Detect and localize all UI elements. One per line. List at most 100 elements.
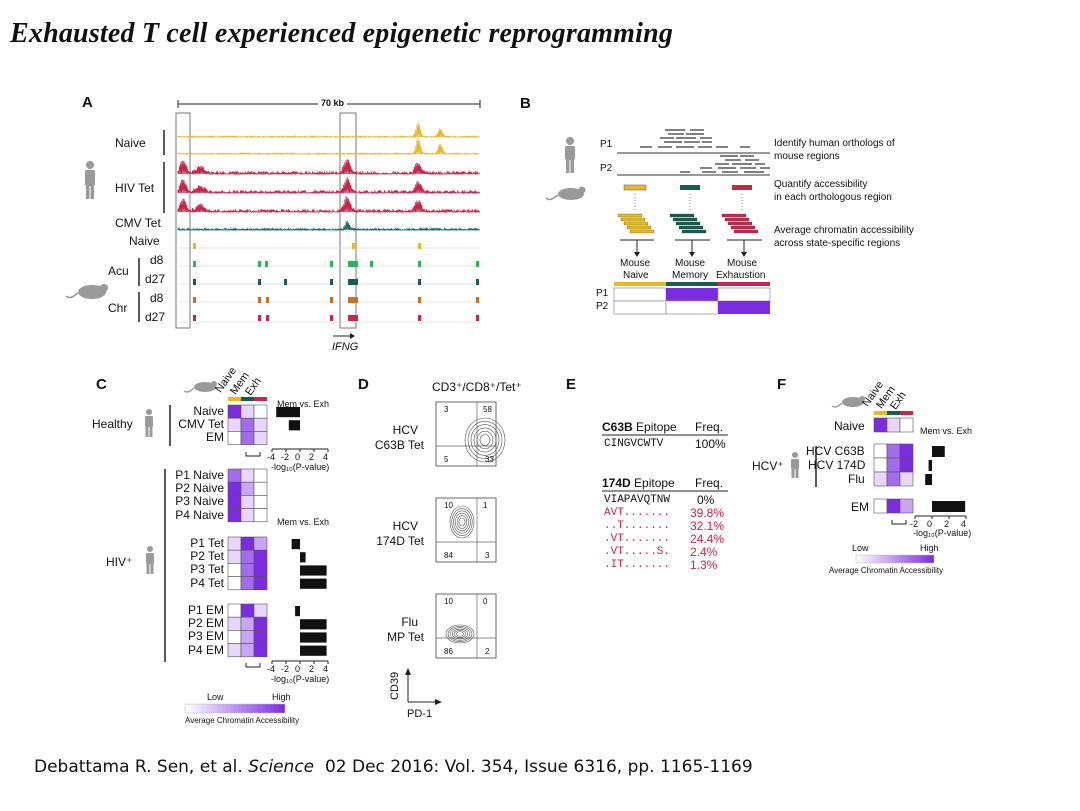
accessibility-peak [193,261,196,267]
p-value-bar [300,632,327,643]
track-label-acu-d8: d8 [150,253,164,267]
region-bar [681,229,707,234]
f-legend-caption: Average Chromatin Accessibility [829,566,944,575]
f-row-hcv-c63b: HCV C63B [806,444,865,458]
read-stacks [640,129,770,173]
b-col-exh-bottom: Exhaustion [716,270,766,281]
axis-tick-label: 0 [927,519,933,529]
d-header: CD3⁺/CD8⁺/Tet⁺ [432,380,522,394]
region-bar [721,213,747,218]
d-plot-label-2: MP Tet [387,630,424,644]
contour [456,631,464,637]
accessibility-peak [330,315,333,321]
heat-cell [886,498,901,514]
e-table1-header: C63B Epitope [602,420,677,434]
f-axis-label: -log₁₀(P-value) [913,528,972,538]
c-hiv-label: HIV⁺ [106,555,133,569]
b-step1-line2: mouse regions [774,151,840,162]
c-row-label: P3 EM [187,629,224,644]
heat-cell [873,443,888,459]
c-row-label: P4 Naive [175,507,224,522]
c-axis-label-bottom: -log₁₀(P-value) [271,674,330,684]
mouse-icon [183,381,217,393]
c-row-label: CMV Tet [178,417,224,432]
c-bars [271,407,329,664]
region-bar [617,213,643,218]
e-table2-header: 174D Epitope [602,476,675,490]
track-label-cmv: CMV Tet [115,216,161,230]
mouse-icon [545,186,586,201]
quadrant-ur: 0 [483,597,488,606]
scale-label: 70 kb [318,98,348,108]
accessibility-peak [284,279,287,285]
contour [473,427,497,453]
p-value-bar [300,578,327,589]
heat-cell [899,498,914,514]
epitope-freq: 1.3% [690,558,718,572]
f-row-hcv-174d: HCV 174D [808,458,866,472]
axis-tick-label: 4 [323,452,329,462]
e-table1-seq: CINGVCWTV [604,438,664,450]
contour [458,517,466,527]
epitope-seq: AVT....... [604,507,671,519]
human-icon [145,409,153,437]
p-value-bar [276,407,300,418]
p-value-bar [932,501,966,512]
human-icon [146,546,154,574]
panel-c-letter: C [96,376,107,393]
c-row-label: P2 EM [187,616,224,631]
panel-a-letter: A [82,94,93,111]
f-heatmap [873,417,914,514]
axis-tick-label: -4 [267,664,276,674]
panel-e-letter: E [566,376,577,393]
epitope-freq: 2.4% [690,545,718,559]
region-bar [730,225,756,230]
c-bar-title-bottom: Mem vs. Exh [277,517,330,527]
f-row-flu: Flu [848,472,865,486]
contour [470,424,500,456]
track-label-mouse-naive: Naive [129,234,160,248]
heat-cell [886,457,901,473]
axis-tick-label: 4 [961,519,967,529]
mouse-icon [65,284,108,299]
c-row-label: EM [206,430,224,445]
b-step3-line2: across state-specific regions [774,238,901,249]
signal-track [177,220,480,232]
citation-authors: Debattama R. Sen, et al. [34,757,243,777]
p-value-bar [925,474,932,485]
b-label-p1: P1 [600,139,613,150]
p-value-bar [300,619,327,630]
quadrant-lr: 3 [485,551,490,560]
axis-tick-label: 2 [309,452,315,462]
b-step2-line1: Quantify accessibility [774,179,868,190]
quadrant-ul: 3 [444,405,449,414]
signal-track [177,159,480,176]
heat-cell [253,576,268,591]
contour [479,434,491,446]
c-row-label: P3 Tet [190,562,224,577]
region-bar [672,217,698,222]
f-row-em: EM [851,500,869,514]
c-legend-low: Low [207,692,224,702]
b-col-memory-bottom: Memory [672,270,709,281]
region-bar [629,229,655,234]
heat-cell [253,431,268,445]
d-plot-label-2: 174D Tet [376,534,424,548]
heat-cell [899,457,914,473]
heat-cell [873,417,888,433]
epitope-seq: VIAPAVQTNW [604,494,671,506]
e-table2-freq-header: Freq. [695,476,724,490]
mouse-icon [831,396,865,408]
c-row-label: P2 Naive [175,481,224,496]
c-row-label: P1 Tet [190,536,224,550]
epitope-seq: ..T....... [604,520,671,532]
accessibility-peak [258,261,261,267]
quadrant-ur: 1 [483,501,488,510]
b-step1-line1: Identify human orthologs of [774,138,895,149]
human-icon [565,137,575,173]
region-bar [626,225,652,230]
contour [456,515,468,529]
region-bar [733,229,759,234]
contour [451,628,468,640]
